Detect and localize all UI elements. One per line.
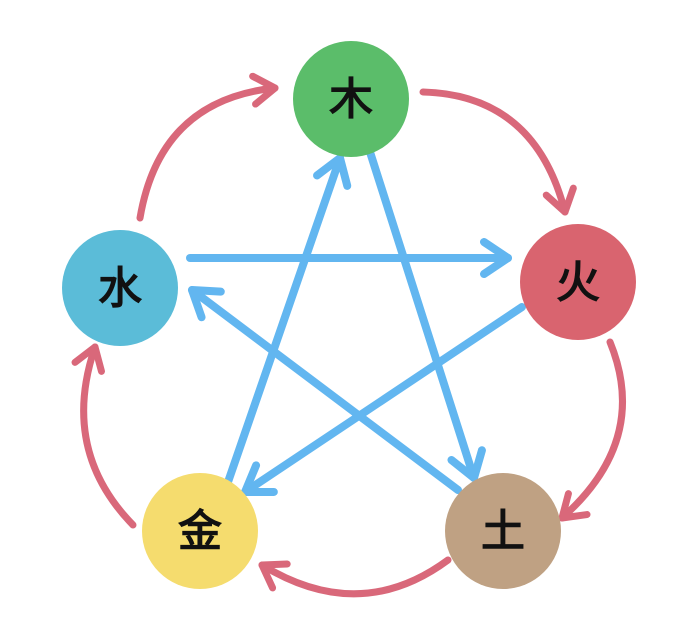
- element-node-wood: 木: [293, 41, 409, 157]
- element-node-metal: 金: [142, 473, 258, 589]
- generate-arrow-fire-earth: [558, 338, 626, 522]
- element-circle-metal: [142, 473, 258, 589]
- element-node-water: 水: [62, 230, 178, 346]
- element-label-metal: 金: [177, 506, 223, 557]
- element-circle-earth: [445, 473, 561, 589]
- control-arrow-metal-wood: [224, 154, 352, 486]
- generate-arrow-metal-water: [71, 343, 137, 529]
- control-arrow-wood-earth: [366, 148, 486, 482]
- element-circle-fire: [520, 224, 636, 340]
- element-label-wood: 木: [329, 74, 373, 125]
- control-arrow-earth-water: [188, 286, 462, 494]
- generate-arrow-earth-metal: [258, 556, 452, 598]
- element-label-fire: 火: [556, 257, 600, 308]
- control-arrow-fire-metal: [241, 303, 526, 496]
- element-label-water: 水: [98, 263, 143, 314]
- element-node-earth: 土: [445, 473, 561, 589]
- element-label-earth: 土: [481, 506, 525, 557]
- element-circle-water: [62, 230, 178, 346]
- generate-arrow-water-wood: [136, 72, 279, 222]
- element-node-fire: 火: [520, 224, 636, 340]
- element-circle-wood: [293, 41, 409, 157]
- generate-arrow-wood-fire: [419, 88, 577, 216]
